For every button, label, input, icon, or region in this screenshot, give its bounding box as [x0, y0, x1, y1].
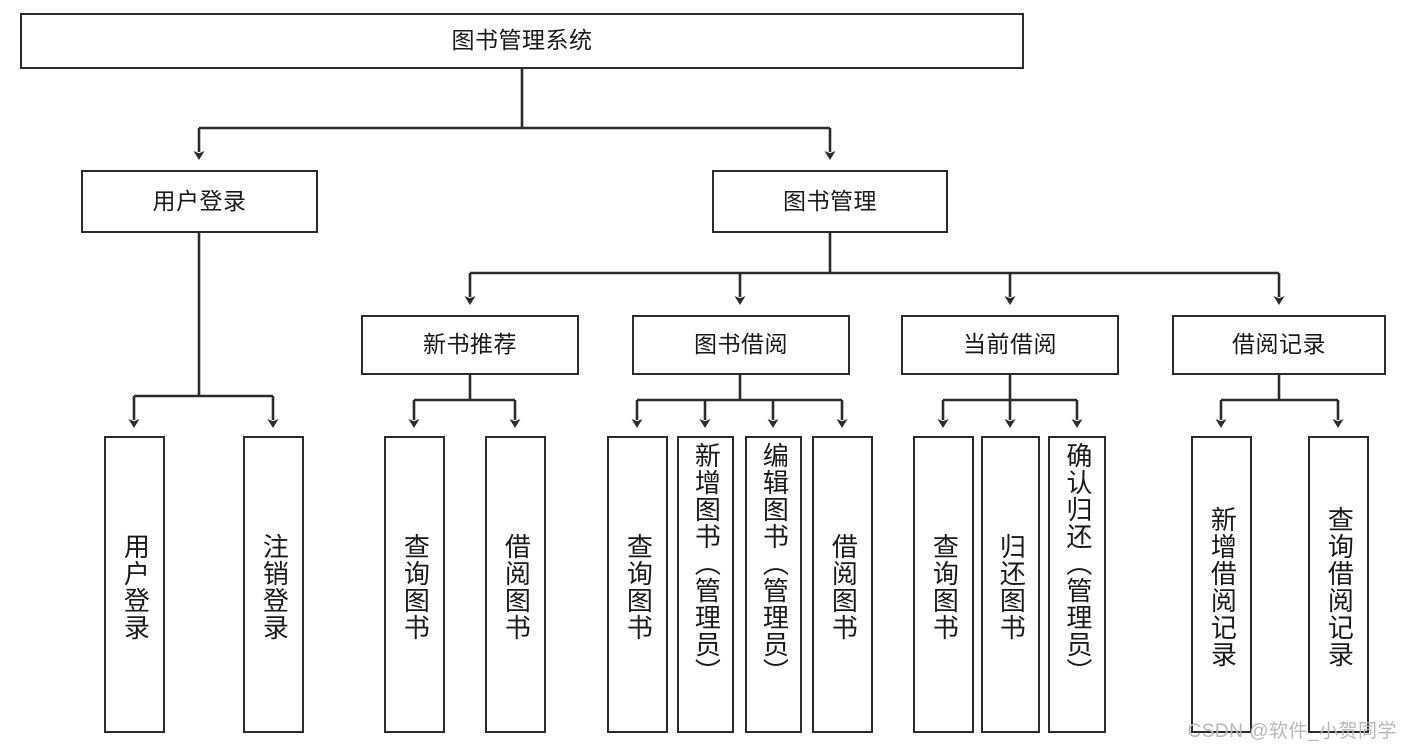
node-root[interactable]: 图书管理系统 — [20, 13, 1024, 69]
node-borrow-record-label: 借阅记录 — [1232, 331, 1326, 358]
node-root-label: 图书管理系统 — [451, 27, 593, 54]
node-leaf-add-record-label: 新增借阅记录 — [1207, 505, 1238, 668]
node-leaf-user-logout[interactable]: 注销登录 — [243, 436, 304, 733]
node-leaf-query-book-3[interactable]: 查询图书 — [913, 436, 974, 733]
node-leaf-query-record-label: 查询借阅记录 — [1324, 505, 1355, 668]
node-borrow-record[interactable]: 借阅记录 — [1172, 315, 1386, 375]
node-leaf-query-book-1[interactable]: 查询图书 — [384, 436, 445, 733]
node-leaf-add-book[interactable]: 新增图书（管理员） — [677, 436, 734, 733]
node-leaf-return-book[interactable]: 归还图书 — [981, 436, 1040, 733]
node-new-book-recommend-label: 新书推荐 — [423, 331, 517, 358]
node-leaf-borrow-book-2-label: 借阅图书 — [828, 532, 859, 641]
node-leaf-query-book-3-label: 查询图书 — [929, 532, 960, 641]
node-user-login-label: 用户登录 — [152, 187, 247, 214]
node-book-borrow-label: 图书借阅 — [694, 331, 788, 358]
node-leaf-confirm-return-label: 确认归还（管理员） — [1062, 442, 1093, 685]
node-new-book-recommend[interactable]: 新书推荐 — [361, 315, 579, 375]
node-current-borrow-label: 当前借阅 — [963, 331, 1057, 358]
node-leaf-borrow-book-2[interactable]: 借阅图书 — [812, 436, 873, 733]
node-user-login[interactable]: 用户登录 — [81, 170, 318, 233]
node-leaf-confirm-return[interactable]: 确认归还（管理员） — [1048, 436, 1106, 733]
node-leaf-user-login[interactable]: 用户登录 — [104, 436, 165, 733]
node-leaf-query-book-1-label: 查询图书 — [400, 532, 431, 641]
node-leaf-query-book-2-label: 查询图书 — [623, 532, 654, 641]
node-leaf-borrow-book-1[interactable]: 借阅图书 — [485, 436, 546, 733]
node-leaf-query-book-2[interactable]: 查询图书 — [607, 436, 668, 733]
node-leaf-edit-book[interactable]: 编辑图书（管理员） — [745, 436, 802, 733]
node-leaf-add-record[interactable]: 新增借阅记录 — [1191, 436, 1252, 733]
node-leaf-query-record[interactable]: 查询借阅记录 — [1308, 436, 1369, 733]
node-current-borrow[interactable]: 当前借阅 — [901, 315, 1119, 375]
node-leaf-borrow-book-1-label: 借阅图书 — [501, 532, 532, 641]
node-leaf-user-login-label: 用户登录 — [120, 532, 151, 641]
node-book-management[interactable]: 图书管理 — [712, 170, 948, 233]
node-leaf-return-book-label: 归还图书 — [996, 532, 1027, 641]
node-leaf-edit-book-label: 编辑图书（管理员） — [759, 442, 790, 685]
node-book-borrow[interactable]: 图书借阅 — [632, 315, 850, 375]
node-leaf-user-logout-label: 注销登录 — [259, 532, 290, 641]
node-book-management-label: 图书管理 — [783, 187, 877, 214]
node-leaf-add-book-label: 新增图书（管理员） — [691, 442, 722, 685]
